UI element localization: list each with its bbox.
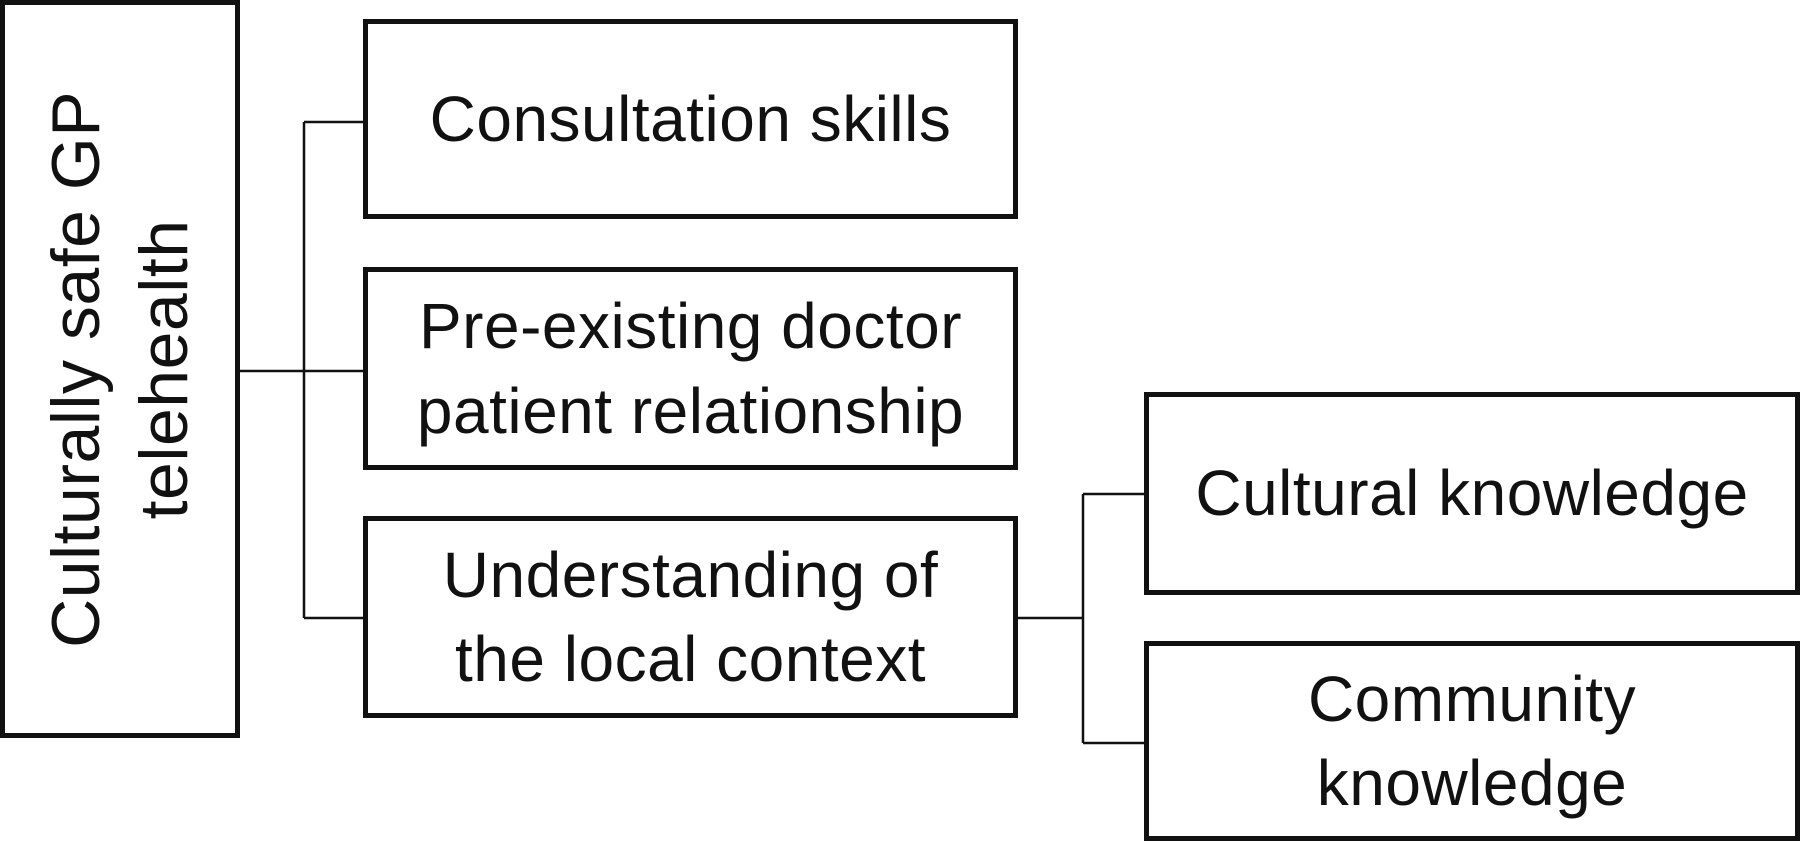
branch-label-line2: patient relationship: [416, 374, 965, 447]
branch-node-consultation-skills: Consultation skills: [363, 19, 1018, 219]
sub-branch-label: Community knowledge: [1308, 657, 1636, 826]
sub-branch-node-cultural-knowledge: Cultural knowledge: [1144, 392, 1800, 595]
branch-label: Pre-existing doctor patient relationship: [417, 284, 964, 453]
branch-node-local-context: Understanding of the local context: [363, 516, 1018, 718]
root-label: Culturally safe GP telehealth: [32, 91, 209, 648]
branch-label: Consultation skills: [430, 77, 952, 161]
root-label-line2: telehealth: [126, 219, 203, 519]
root-node: Culturally safe GP telehealth: [0, 0, 240, 738]
sub-branch-label-line1: Community: [1307, 662, 1637, 735]
branch-label: Understanding of the local context: [443, 533, 938, 702]
sub-branch-label-line1: Cultural knowledge: [1195, 457, 1749, 530]
branch-label-line1: Consultation skills: [429, 82, 952, 155]
sub-branch-node-community-knowledge: Community knowledge: [1144, 641, 1800, 841]
branch-label-line1: Pre-existing doctor: [418, 290, 963, 363]
branch-label-line1: Understanding of: [442, 538, 939, 611]
sub-branch-label: Cultural knowledge: [1195, 451, 1748, 535]
branch-node-doctor-patient-relationship: Pre-existing doctor patient relationship: [363, 267, 1018, 470]
sub-branch-label-line2: knowledge: [1316, 747, 1628, 819]
root-label-line1: Culturally safe GP: [37, 90, 114, 648]
branch-label-line2: the local context: [455, 623, 926, 695]
